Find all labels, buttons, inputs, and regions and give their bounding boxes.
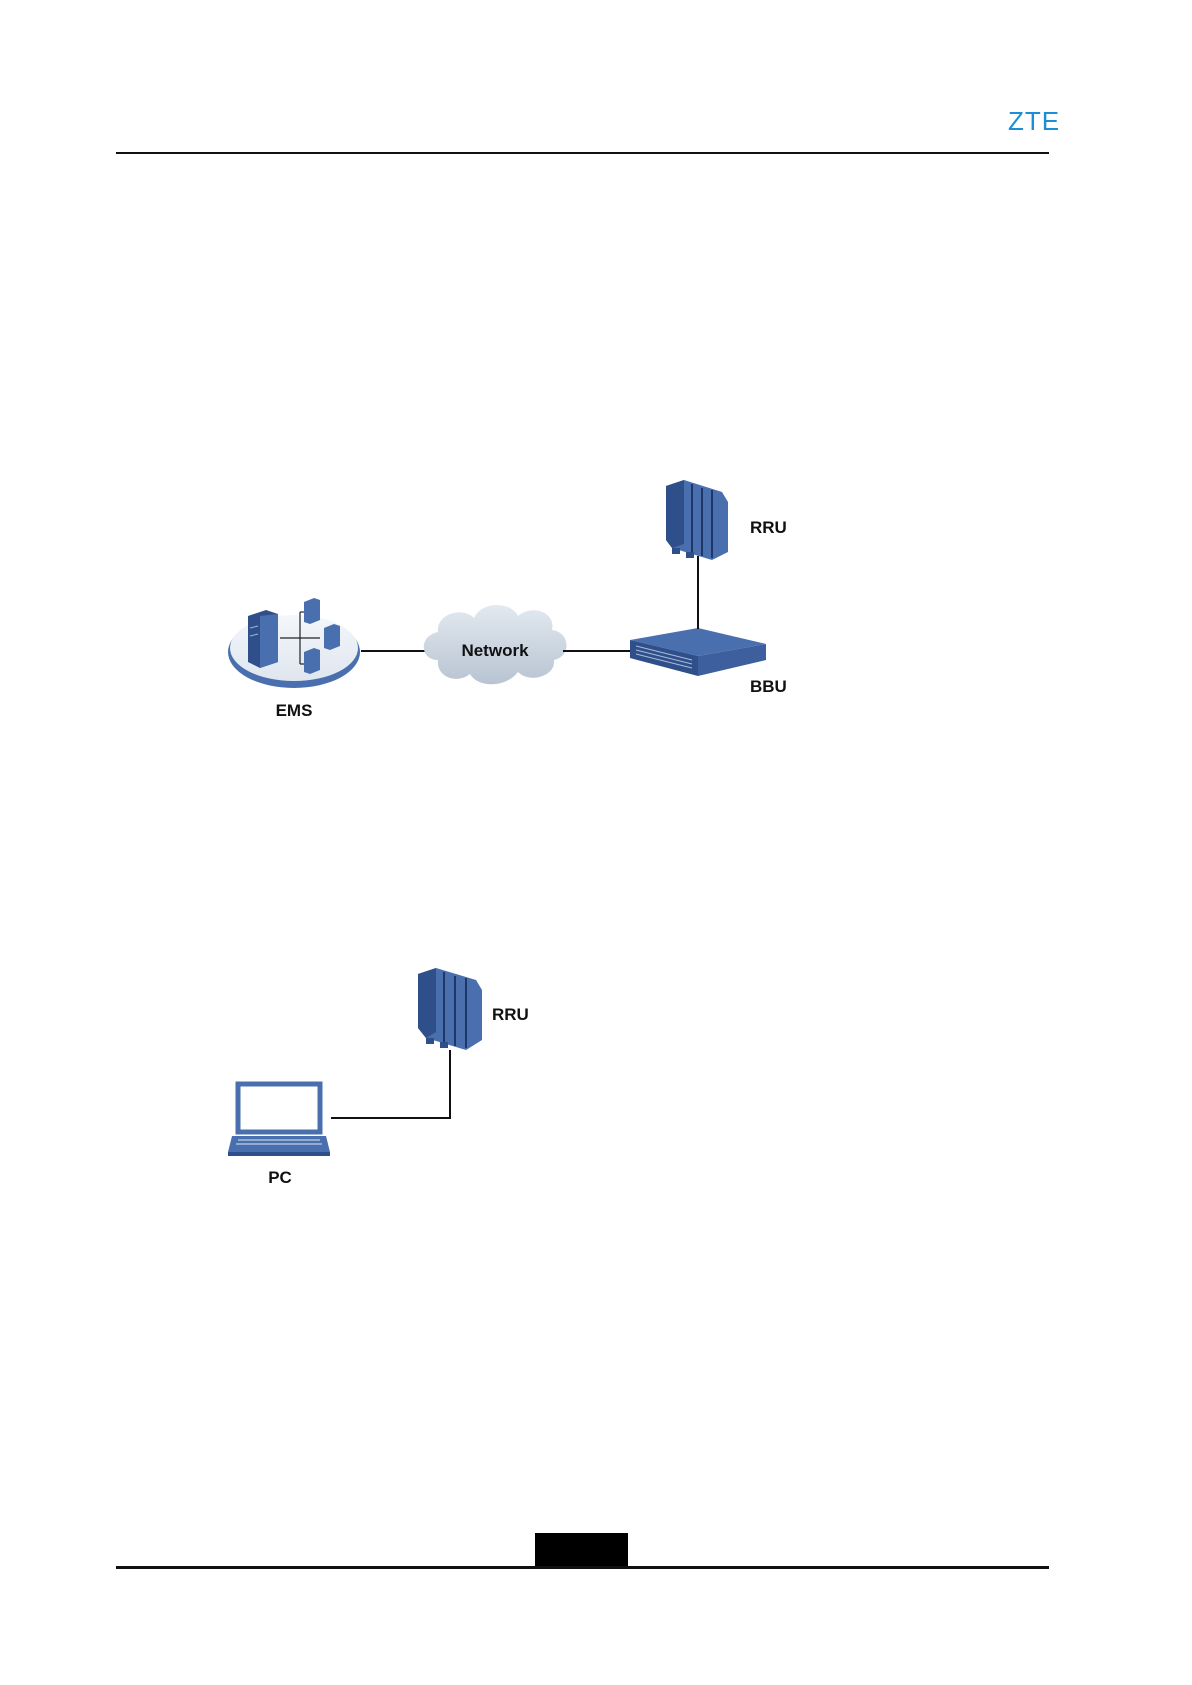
page-number-tab [535,1533,628,1567]
pc-label: PC [268,1168,292,1187]
link-pc-rru [331,1050,450,1118]
footer-rule [116,1566,1049,1569]
rru-device-icon-2 [418,968,482,1050]
rru-label-2: RRU [492,1005,529,1024]
laptop-pc-icon [228,1084,330,1156]
